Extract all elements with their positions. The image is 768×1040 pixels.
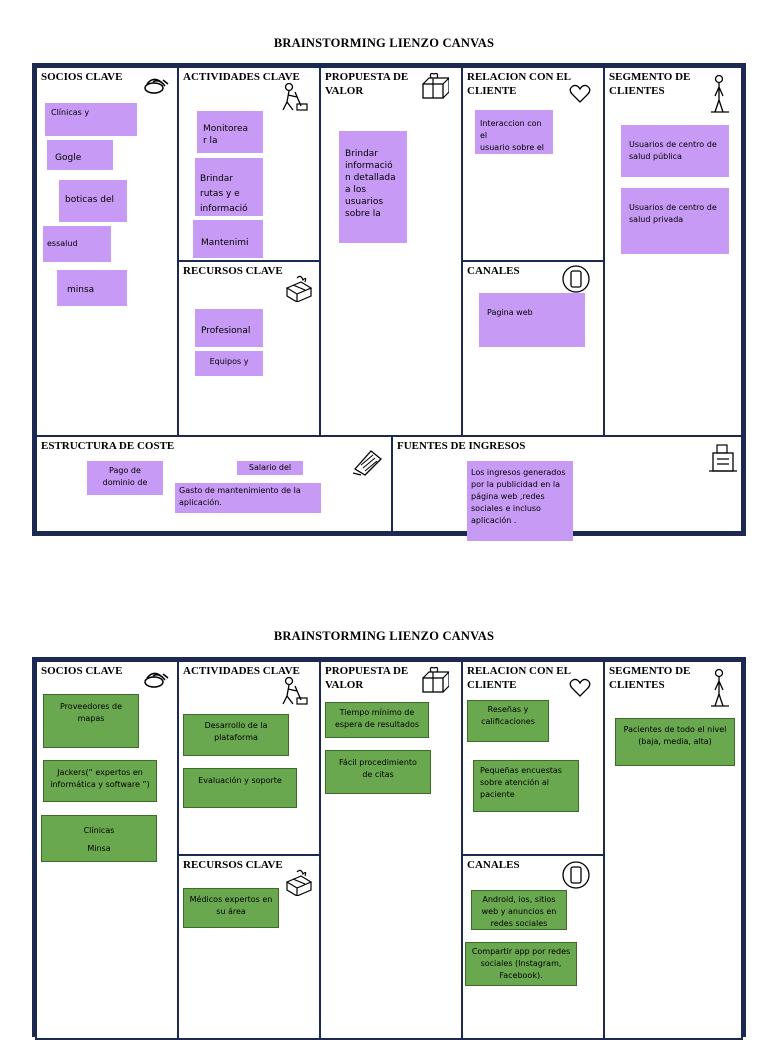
- gift-icon: [422, 666, 449, 693]
- heart-icon: [569, 678, 591, 697]
- sticky-note: Clínicas y: [45, 103, 137, 136]
- phone-icon: [562, 265, 590, 293]
- sticky-note: boticas del: [59, 180, 127, 222]
- person-icon: [711, 74, 729, 113]
- phone-icon: [562, 861, 590, 889]
- section-title: CANALES: [467, 859, 520, 871]
- canales-section: CANALES Pagina web: [461, 260, 605, 437]
- receipt-icon: [352, 450, 382, 476]
- section-title: RECURSOS CLAVE: [183, 859, 283, 871]
- person-icon: [711, 668, 729, 707]
- sticky-note: Evaluación y soporte: [183, 768, 297, 808]
- section-title: SOCIOS CLAVE: [41, 665, 123, 677]
- gift-icon: [285, 275, 313, 302]
- recursos-clave-section: RECURSOS CLAVE Profesional Equipos y: [177, 260, 321, 437]
- sticky-note: Salario del: [237, 461, 303, 475]
- section-title: CANALES: [467, 265, 520, 277]
- sticky-note: Pacientes de todo el nivel(baja, media, …: [615, 718, 735, 766]
- sticky-note: Mantenimi: [193, 220, 263, 258]
- gift-icon: [285, 869, 313, 896]
- canvas-title: BRAINSTORMING LIENZO CANVAS: [273, 629, 495, 643]
- handshake-icon: [144, 672, 169, 688]
- sticky-note: Gogle: [47, 140, 113, 170]
- cash-register-icon: [709, 444, 737, 472]
- sticky-note: minsa: [57, 270, 127, 306]
- sticky-note: essalud: [43, 226, 111, 262]
- handshake-icon: [144, 78, 169, 94]
- socios-clave-section: SOCIOS CLAVE Clínicas y Gogle boticas de…: [35, 66, 179, 437]
- sticky-note: Profesional: [195, 309, 263, 347]
- gift-icon: [422, 72, 449, 99]
- canvas-title: BRAINSTORMING LIENZO CANVAS: [273, 36, 495, 50]
- worker-icon: [282, 82, 308, 111]
- sticky-note: Pagina web: [479, 293, 585, 347]
- fuentes-ingresos-section: FUENTES DE INGRESOS Los ingresos generad…: [391, 435, 743, 541]
- heart-icon: [569, 84, 591, 103]
- section-title: RECURSOS CLAVE: [183, 265, 283, 277]
- business-model-canvas: SOCIOS CLAVE Clínicas y Gogle boticas de…: [32, 63, 746, 541]
- sticky-note: Equipos y: [195, 351, 263, 376]
- worker-icon: [282, 676, 308, 705]
- section-title: ACTIVIDADES CLAVE: [183, 665, 300, 677]
- section-title: FUENTES DE INGRESOS: [397, 440, 526, 452]
- section-title: SOCIOS CLAVE: [41, 71, 123, 83]
- section-title: ESTRUCTURA DE COSTE: [41, 440, 175, 452]
- section-title: ACTIVIDADES CLAVE: [183, 71, 300, 83]
